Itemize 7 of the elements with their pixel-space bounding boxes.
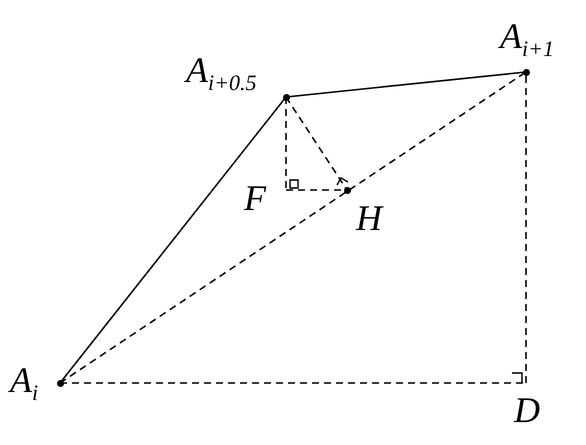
dashed-line — [60, 71, 526, 384]
point-label: A$_{i+1}$ — [500, 18, 554, 60]
point-label: H — [356, 200, 382, 236]
point-label: D — [514, 392, 540, 428]
point-label: A$_{i}$ — [10, 362, 38, 404]
point-label: F — [244, 180, 266, 216]
point-label: A$_{i+0.5}$ — [186, 52, 256, 94]
